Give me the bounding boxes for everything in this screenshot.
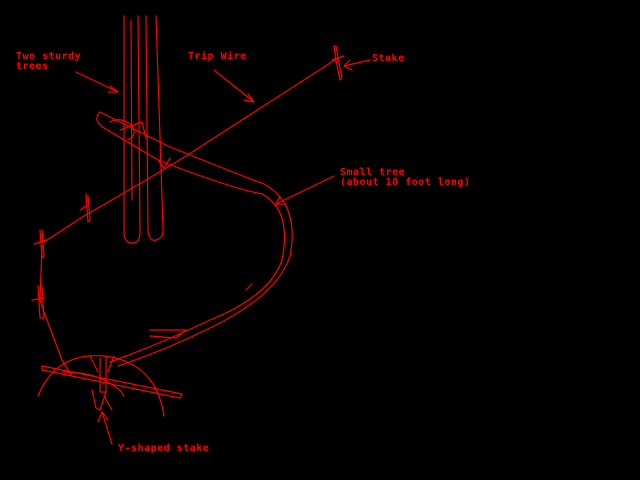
label-small-tree-line2: (about 10 foot long) — [340, 177, 471, 188]
small-tree — [96, 111, 293, 367]
pointer-arrows — [75, 59, 371, 445]
arrow-trip-wire — [213, 69, 255, 103]
label-small-tree-line1: Small tree — [340, 167, 406, 178]
stake-upright — [331, 45, 345, 81]
label-y-shaped-stake: Y-shaped stake — [118, 443, 210, 454]
label-two-sturdy-trees-line1: Two sturdy — [16, 51, 82, 62]
small-stakes — [31, 193, 91, 319]
arrow-y-shaped-stake — [101, 411, 113, 445]
arrow-stake — [343, 59, 371, 67]
label-small-tree: Small tree(about 10 foot long) — [340, 168, 470, 188]
arrow-small-tree — [275, 175, 335, 205]
label-two-sturdy-trees-line2: trees — [16, 61, 49, 72]
trip-wire — [39, 57, 339, 377]
arrow-two-sturdy-trees — [75, 71, 119, 93]
label-stake: Stake — [372, 53, 405, 64]
label-trip-wire: Trip Wire — [188, 51, 247, 62]
y-shaped-stake — [37, 355, 183, 417]
sturdy-trees — [123, 15, 164, 244]
